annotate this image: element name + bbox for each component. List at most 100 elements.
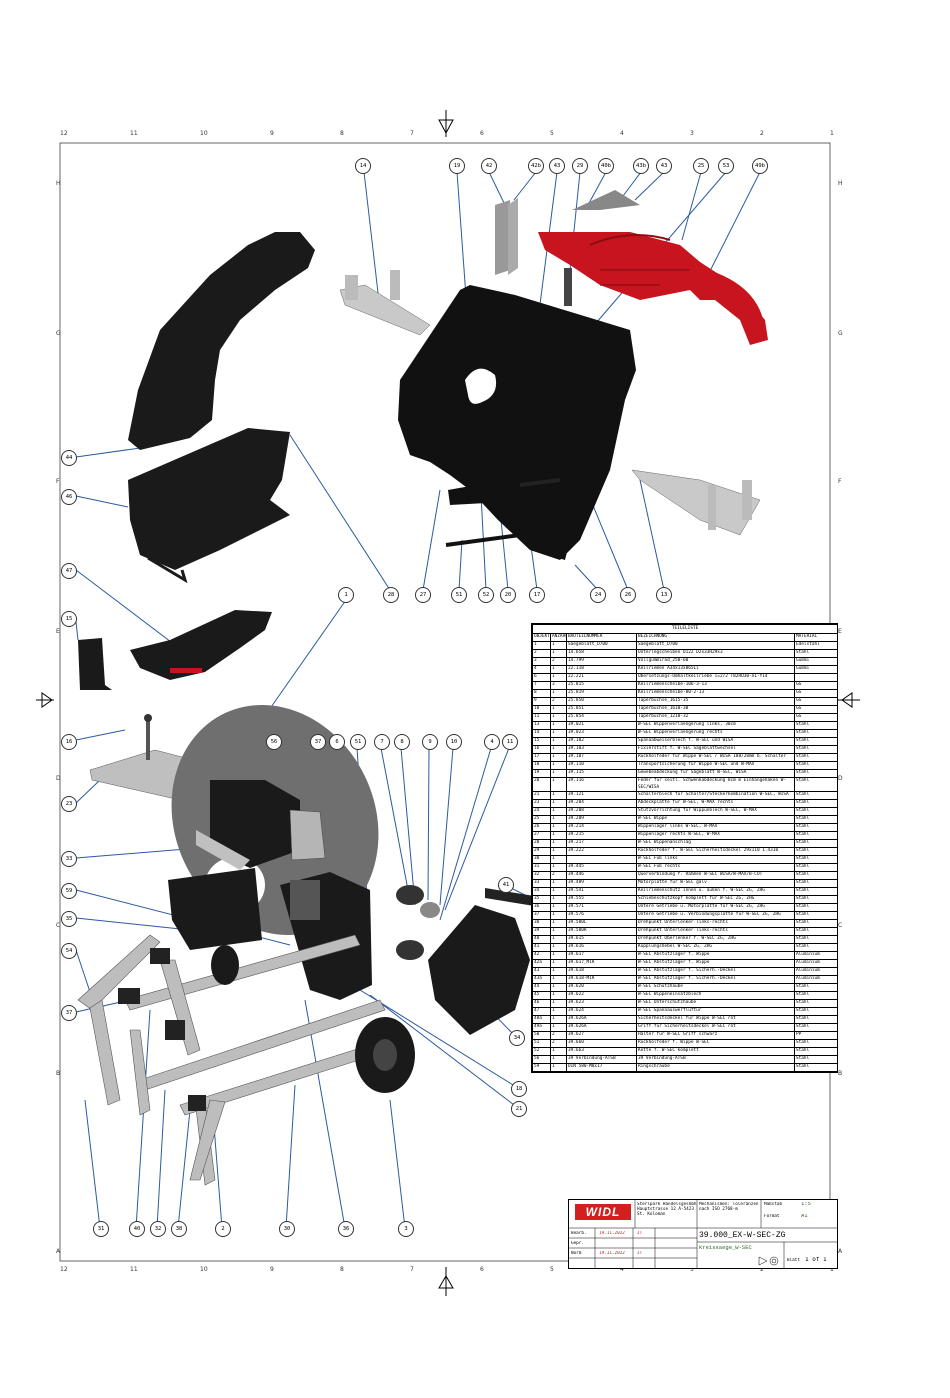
- parts-cell: 39.616: [566, 943, 637, 953]
- parts-cell: W-SEC Fuß rechts: [636, 863, 795, 873]
- callout-balloon: 6: [329, 734, 345, 750]
- parts-cell: 1: [550, 721, 567, 730]
- callout-balloon: 26: [620, 587, 636, 603]
- parts-cell: 42a: [532, 959, 551, 969]
- ruler-letter: D: [56, 775, 61, 782]
- parts-cell: Wippenlager links W-SEC, W-MAX: [636, 823, 795, 833]
- parts-cell: 20: [532, 776, 551, 793]
- parts-cell: Untere Getriebe u. Verbindungsplatte für…: [636, 911, 795, 921]
- parts-cell: Stützvorrichtung für Wippunblech W-SEC, …: [636, 807, 795, 817]
- callout-balloon: 41: [498, 877, 514, 893]
- company-logo: WIDL: [575, 1204, 631, 1220]
- parts-cell: 1: [550, 959, 567, 969]
- parts-cell: 1: [550, 831, 567, 841]
- ruler-number: 4: [620, 130, 624, 137]
- ruler-number: 5: [550, 130, 554, 137]
- parts-cell: 39.626A: [566, 1023, 637, 1033]
- parts-cell: 40: [532, 935, 551, 945]
- parts-cell: Saegeblatt_D700: [566, 641, 637, 650]
- parts-cell: 49a: [532, 1023, 551, 1033]
- parts-cell: 39.102: [566, 737, 637, 746]
- parts-cell: 1: [550, 823, 567, 833]
- parts-cell: 43a: [532, 975, 551, 985]
- parts-cell: 4: [532, 665, 551, 674]
- parts-cell: Stahl: [793, 737, 839, 746]
- parts-cell: 1: [550, 1023, 567, 1033]
- ruler-letter: H: [56, 180, 61, 187]
- parts-cell: Aluminium: [793, 967, 839, 977]
- parts-cell: Drehpunkt Unterlenker links-rechts: [636, 927, 795, 937]
- callout-balloon: 28: [383, 587, 399, 603]
- parts-cell: Drehpunkt Unterlenker links-rechts: [636, 919, 795, 929]
- callout-balloon: 16: [61, 734, 77, 750]
- parts-cell: 8: [532, 689, 551, 698]
- ruler-number: 6: [480, 1266, 484, 1273]
- ruler-number: 10: [200, 1266, 208, 1273]
- callout-balloon: 13: [656, 587, 672, 603]
- parts-cell: 39.446: [566, 871, 637, 881]
- parts-list-title: TEILELISTE: [531, 624, 839, 634]
- parts-cell: 32: [532, 871, 551, 881]
- parts-cell: 1: [550, 776, 567, 793]
- parts-cell: Unterlegscheiben D122 D2x33H29x3: [636, 649, 795, 658]
- parts-header-cell: BAUTEILNUMMER: [566, 633, 637, 642]
- row-date: 19.11.2022: [599, 1251, 625, 1256]
- parts-cell: 1: [550, 895, 567, 905]
- parts-cell: W-SEC Abstützlager f. Sicherh.-Deckel: [636, 967, 795, 977]
- parts-cell: Schiebeschutzkopf komplett für W-SEC ZG,…: [636, 895, 795, 905]
- ruler-number: 7: [410, 1266, 414, 1273]
- drawing-title: Kreissaege_W-SEC: [699, 1244, 752, 1251]
- parts-cell: 50: [532, 1031, 551, 1041]
- parts-cell: 39.208: [566, 807, 637, 817]
- callout-balloon: 3: [398, 1221, 414, 1237]
- parts-cell: 1: [550, 799, 567, 809]
- parts-cell: 1: [550, 991, 567, 1001]
- callout-balloon: 27: [415, 587, 431, 603]
- parts-cell: 10: [532, 705, 551, 714]
- parts-cell: Stahl: [793, 1007, 839, 1017]
- callout-balloon: 51: [350, 734, 366, 750]
- parts-cell: 22.221: [566, 673, 637, 682]
- parts-cell: 2: [550, 1031, 567, 1041]
- parts-cell: Stahl: [793, 839, 839, 849]
- parts-cell: 1: [550, 943, 567, 953]
- parts-cell: 15: [532, 737, 551, 746]
- parts-cell: 41: [532, 943, 551, 953]
- parts-cell: W-SEC Abstützlager f. Sicherh.-Deckel: [636, 975, 795, 985]
- parts-cell: W-SEC Wippenverlaengerung rechts: [636, 729, 795, 738]
- sheet-value: 1 of 1: [805, 1257, 827, 1262]
- parts-cell: 51: [532, 1039, 551, 1049]
- parts-cell: 39.023: [566, 729, 637, 738]
- ruler-number: 8: [340, 1266, 344, 1273]
- parts-cell: 39.121: [566, 791, 637, 801]
- parts-cell: 37: [532, 911, 551, 921]
- callout-balloon: 40b: [598, 158, 614, 174]
- callout-balloon: 25: [693, 158, 709, 174]
- row-label: Bearb.: [571, 1231, 587, 1236]
- parts-cell: 3: [550, 681, 567, 690]
- format-value: A1: [801, 1214, 808, 1219]
- parts-cell: Keilriemenscheibe-106-3-13: [636, 681, 795, 690]
- parts-cell: 1: [550, 903, 567, 913]
- ruler-number: 6: [480, 130, 484, 137]
- ruler-number: 3: [690, 130, 694, 137]
- parts-cell: 1: [550, 769, 567, 778]
- parts-cell: 39.571: [566, 903, 637, 913]
- row-label: Norm: [571, 1251, 582, 1256]
- parts-cell: 39.555: [566, 895, 637, 905]
- callout-balloon: 53: [718, 158, 734, 174]
- parts-cell: 26: [532, 823, 551, 833]
